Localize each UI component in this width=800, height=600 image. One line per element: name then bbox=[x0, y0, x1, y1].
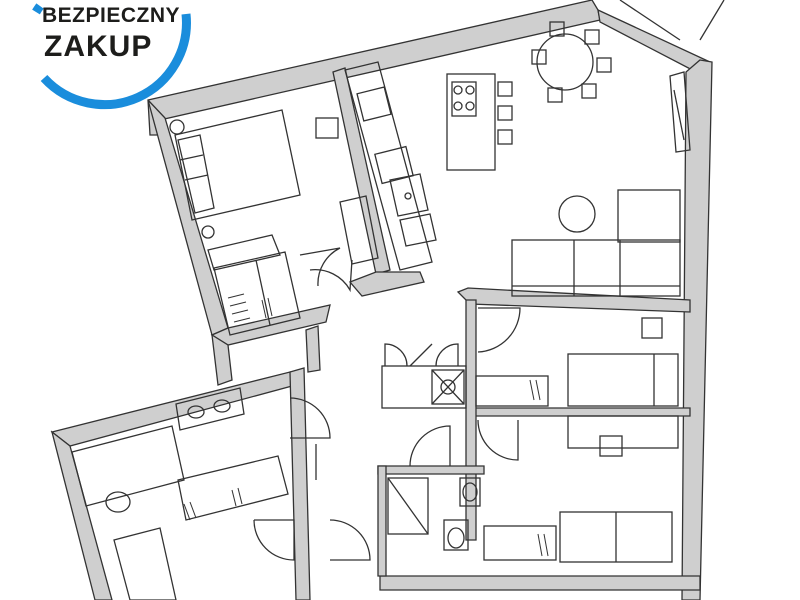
left-wing bbox=[71, 387, 371, 600]
badge-line1: BEZPIECZNY bbox=[42, 4, 181, 27]
kitchen bbox=[309, 61, 437, 293]
bathroom-center bbox=[387, 425, 481, 551]
outer-walls bbox=[50, 0, 713, 600]
sink-icon bbox=[389, 173, 429, 217]
toilet-icon bbox=[105, 491, 131, 513]
sink-icon bbox=[462, 482, 478, 502]
bedroom-upper-left bbox=[169, 109, 379, 336]
living-room bbox=[446, 0, 725, 297]
hall-closet bbox=[381, 343, 467, 409]
lamp-icon bbox=[169, 119, 185, 135]
kitchen-island bbox=[446, 73, 496, 171]
bedroom-right-upper bbox=[475, 307, 679, 407]
toilet-icon bbox=[447, 527, 465, 549]
sink-icon bbox=[187, 405, 205, 419]
double-bed bbox=[174, 109, 301, 221]
bedroom-right-lower bbox=[477, 415, 679, 563]
safe-purchase-badge: BEZPIECZNY ZAKUP bbox=[0, 0, 200, 110]
dining-table bbox=[536, 33, 594, 91]
sink-icon bbox=[213, 399, 231, 413]
badge-ring bbox=[40, 13, 191, 110]
badge-line2: ZAKUP bbox=[44, 30, 153, 63]
sofa bbox=[511, 239, 681, 297]
